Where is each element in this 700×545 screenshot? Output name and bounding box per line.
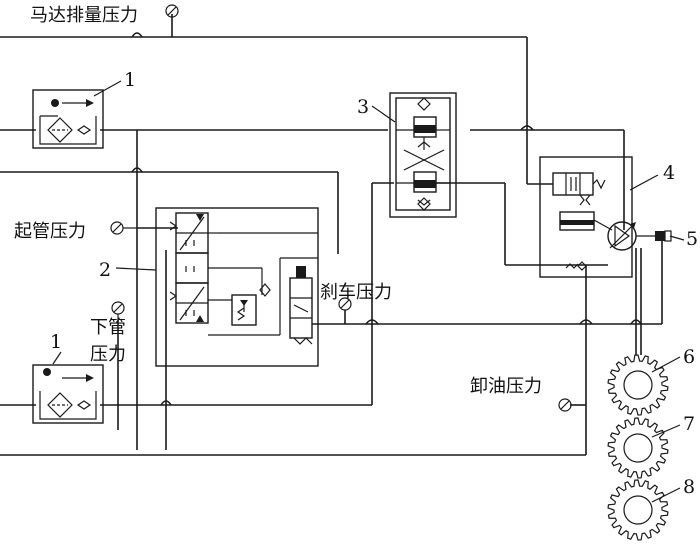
filter-bottom <box>32 364 104 424</box>
callout-motor-group-4: 4 <box>663 162 675 184</box>
gauge-lower-pipe <box>111 301 125 320</box>
gauge-unload <box>558 398 572 412</box>
gear-8 <box>607 479 669 541</box>
gauge-motor-displacement <box>165 4 179 18</box>
gear-6 <box>607 354 669 416</box>
motor-group-4 <box>539 156 637 278</box>
callout-valve-group-2: 2 <box>99 259 111 281</box>
filter-top <box>32 89 104 149</box>
callout-shuttle-valve-3: 3 <box>357 96 369 118</box>
callout-filter-bottom: 1 <box>50 331 62 353</box>
callout-gear-8: 8 <box>683 476 695 498</box>
unload-pressure-label: 卸油压力 <box>470 376 542 397</box>
valve-group-2 <box>155 207 319 367</box>
gauge-brake <box>338 297 352 311</box>
callout-leaders <box>52 80 685 503</box>
callout-encoder-5: 5 <box>686 228 698 250</box>
lower-pipe-pressure-label-line2: 压力 <box>90 344 126 365</box>
gear-7 <box>607 417 669 479</box>
lower-pipe-pressure-label-line1: 下管 <box>90 317 126 338</box>
lift-pipe-pressure-label: 起管压力 <box>14 221 86 242</box>
gauge-lift-pipe <box>110 221 137 235</box>
gear-8-teeth <box>607 479 669 541</box>
gear-7-hub <box>623 433 653 463</box>
pipelines <box>0 14 663 456</box>
callout-filter-top: 1 <box>124 69 136 91</box>
gear-6-teeth <box>607 354 669 416</box>
motor-displacement-pressure-label: 马达排量压力 <box>30 5 138 26</box>
line-crossings <box>131 32 642 406</box>
callout-gear-7: 7 <box>683 413 695 435</box>
shuttle-valve-3 <box>389 92 457 218</box>
gear-8-hub <box>623 495 653 525</box>
gear-6-hub <box>623 370 653 400</box>
gear-7-teeth <box>607 417 669 479</box>
unload-check-valve <box>565 261 587 271</box>
callout-gear-6: 6 <box>683 346 695 368</box>
brake-pressure-label: 刹车压力 <box>320 282 392 303</box>
encoder-5 <box>636 230 672 242</box>
